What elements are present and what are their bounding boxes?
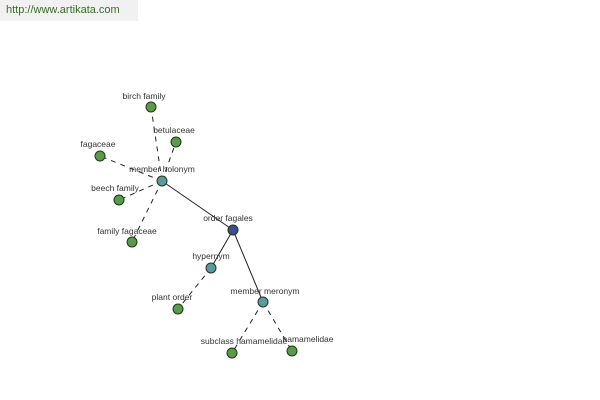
edge-member-holonym-to-birch-family (150, 106, 163, 182)
node-label-order-fagales[interactable]: order fagales (203, 213, 253, 223)
node-label-hypernym[interactable]: hypernym (192, 251, 229, 261)
edge-member-holonym-to-beech-family (118, 180, 163, 201)
site-url-bar: http://www.artikata.com (0, 0, 138, 21)
node-order-fagales[interactable] (227, 224, 239, 236)
edges-layer (99, 106, 293, 354)
node-label-betulaceae[interactable]: betulaceae (153, 125, 195, 135)
site-url-link[interactable]: http://www.artikata.com (6, 4, 120, 16)
edge-order-fagales-to-member-meronym (232, 229, 264, 303)
node-hamamelidae[interactable] (286, 345, 298, 357)
edge-order-fagales-to-hypernym (210, 229, 234, 269)
node-label-beech-family[interactable]: beech family (91, 183, 139, 193)
node-label-subclass-hamamelidae[interactable]: subclass hamamelidae (201, 336, 288, 346)
edge-member-holonym-to-betulaceae (161, 141, 177, 182)
edge-member-holonym-to-family-fagaceae (131, 180, 163, 243)
edge-member-holonym-to-fagaceae (99, 155, 163, 182)
node-fagaceae[interactable] (94, 150, 106, 162)
node-label-birch-family[interactable]: birch family (123, 91, 167, 101)
node-label-fagaceae[interactable]: fagaceae (81, 139, 116, 149)
node-label-member-holonym[interactable]: member holonym (129, 164, 195, 174)
nodes-layer (94, 101, 298, 359)
node-label-member-meronym[interactable]: member meronym (231, 286, 300, 296)
node-member-meronym[interactable] (257, 296, 269, 308)
labels-layer: order fagales member holonym hypernym membe… (81, 91, 334, 346)
node-family-fagaceae[interactable] (126, 236, 138, 248)
node-subclass-hamamelidae[interactable] (226, 347, 238, 359)
node-label-hamamelidae[interactable]: hamamelidae (282, 334, 333, 344)
node-plant-order[interactable] (172, 303, 184, 315)
node-betulaceae[interactable] (170, 136, 182, 148)
edge-order-fagales-to-member-holonym (161, 180, 234, 231)
node-beech-family[interactable] (113, 194, 125, 206)
node-birch-family[interactable] (145, 101, 157, 113)
node-hypernym[interactable] (205, 262, 217, 274)
node-member-holonym[interactable] (156, 175, 168, 187)
node-label-plant-order[interactable]: plant order (152, 292, 193, 302)
node-label-family-fagaceae[interactable]: family fagaceae (97, 226, 157, 236)
edge-hypernym-to-plant-order (177, 267, 212, 310)
